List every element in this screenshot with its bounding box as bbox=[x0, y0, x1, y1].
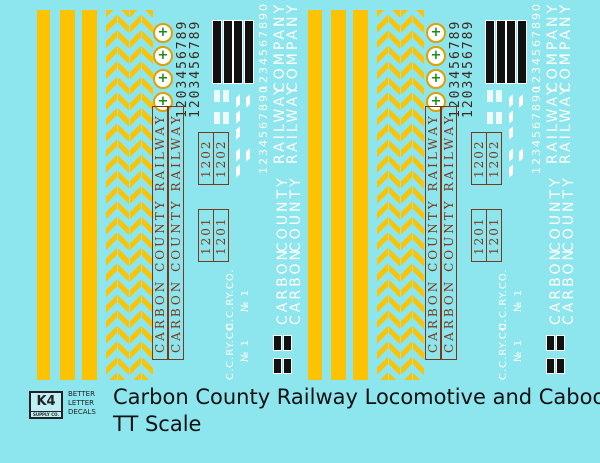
black-box-decal bbox=[546, 358, 555, 374]
chevron-stripe bbox=[130, 10, 141, 380]
number-strip: 1203456789 bbox=[188, 19, 203, 118]
k4-logo: K4 SUPPLY CO. bbox=[29, 391, 63, 419]
herald-icon: + bbox=[426, 69, 446, 89]
product-scale: TT Scale bbox=[113, 412, 202, 436]
yellow-stripe bbox=[37, 10, 50, 380]
small-decal bbox=[223, 90, 229, 102]
white-dash bbox=[236, 126, 240, 140]
unit-number-decal: 1201 bbox=[213, 209, 229, 262]
herald-icon: + bbox=[426, 46, 446, 66]
ornate-name-decal: CARBON COUNTY RAILWAY bbox=[168, 106, 184, 360]
small-decal bbox=[487, 112, 493, 124]
white-dash bbox=[509, 164, 513, 178]
herald-icon: + bbox=[153, 23, 173, 43]
chevron-stripe bbox=[413, 10, 424, 380]
herald-icon: + bbox=[153, 69, 173, 89]
white-number-strip: 1234567890 bbox=[530, 2, 543, 92]
white-dash bbox=[236, 148, 240, 162]
black-box-decal bbox=[273, 335, 282, 351]
chevron-stripe bbox=[377, 10, 388, 380]
product-title: Carbon County Railway Locomotive and Cab… bbox=[113, 385, 600, 409]
chevron-stripe bbox=[142, 10, 153, 380]
decal-set-right: + + + + 1203456789 1203456789 1234567890… bbox=[271, 0, 577, 380]
company-decal: COMPANY bbox=[558, 1, 574, 92]
white-dash bbox=[246, 148, 250, 162]
herald-icon: + bbox=[426, 23, 446, 43]
chevron-stripe bbox=[401, 10, 412, 380]
tagline-line: DECALS bbox=[68, 408, 96, 416]
chevron-stripe bbox=[389, 10, 400, 380]
black-box-decal bbox=[546, 335, 555, 351]
unit-number-decal: 1202 bbox=[471, 132, 487, 185]
number-one-decal: № 1 bbox=[513, 339, 524, 362]
unit-number-decal: 1202 bbox=[486, 132, 502, 185]
white-dash bbox=[509, 94, 513, 108]
black-box-decal bbox=[273, 358, 282, 374]
ornate-name-decal: CARBON COUNTY RAILWAY bbox=[152, 106, 168, 360]
number-one-decal: № 1 bbox=[240, 339, 251, 362]
number-one-decal: № 1 bbox=[513, 289, 524, 312]
unit-number-decal: 1201 bbox=[198, 209, 214, 262]
barcode-decal bbox=[517, 20, 527, 84]
barcode-decal bbox=[244, 20, 254, 84]
unit-number-decal: 1201 bbox=[471, 209, 487, 262]
tagline-line: BETTER bbox=[68, 390, 95, 398]
white-dash bbox=[519, 148, 523, 162]
black-box-decal bbox=[283, 335, 292, 351]
yellow-stripe bbox=[331, 10, 346, 380]
small-decal bbox=[223, 112, 229, 124]
yellow-stripe bbox=[60, 10, 75, 380]
white-dash bbox=[236, 110, 240, 124]
white-number-strip: 1234567890 bbox=[257, 84, 270, 174]
herald-icon: + bbox=[153, 92, 173, 112]
small-decal bbox=[214, 112, 220, 124]
unit-number-decal: 1202 bbox=[198, 132, 214, 185]
county-decal: COUNTY bbox=[561, 175, 577, 252]
white-dash bbox=[236, 164, 240, 178]
unit-number-decal: 1202 bbox=[213, 132, 229, 185]
railway-decal: RAILWAY bbox=[558, 83, 574, 165]
reporting-mark-decal: C.C.RY.CO. bbox=[225, 318, 236, 380]
white-dash bbox=[509, 148, 513, 162]
chevron-stripe bbox=[106, 10, 117, 380]
chevron-stripe bbox=[118, 10, 129, 380]
small-decal bbox=[496, 90, 502, 102]
yellow-stripe bbox=[82, 10, 97, 380]
white-number-strip: 1234567890 bbox=[257, 2, 270, 92]
barcode-decal bbox=[223, 20, 233, 84]
white-dash bbox=[246, 94, 250, 108]
barcode-decal bbox=[496, 20, 506, 84]
barcode-decal bbox=[212, 20, 222, 84]
barcode-decal bbox=[506, 20, 516, 84]
white-number-strip: 1234567890 bbox=[530, 84, 543, 174]
ornate-name-decal: CARBON COUNTY RAILWAY bbox=[441, 106, 457, 360]
white-dash bbox=[509, 110, 513, 124]
white-dash bbox=[236, 94, 240, 108]
small-decal bbox=[214, 90, 220, 102]
reporting-mark-decal: C.C.RY.CO. bbox=[498, 318, 509, 380]
tagline: BETTER LETTER DECALS bbox=[68, 390, 96, 417]
yellow-stripe bbox=[353, 10, 368, 380]
number-one-decal: № 1 bbox=[240, 289, 251, 312]
carbon-decal: CARBON bbox=[561, 247, 577, 325]
unit-number-decal: 1201 bbox=[486, 209, 502, 262]
decal-set-left: + + + + 1203456789 1203456789 1234567890… bbox=[0, 0, 304, 380]
logo-subtext: SUPPLY CO. bbox=[31, 411, 61, 417]
yellow-stripe bbox=[308, 10, 322, 380]
white-dash bbox=[509, 126, 513, 140]
barcode-decal bbox=[233, 20, 243, 84]
white-dash bbox=[519, 94, 523, 108]
ornate-name-decal: CARBON COUNTY RAILWAY bbox=[425, 106, 441, 360]
logo-mark: K4 bbox=[36, 394, 56, 409]
tagline-line: LETTER bbox=[68, 399, 95, 407]
small-decal bbox=[496, 112, 502, 124]
black-box-decal bbox=[556, 358, 565, 374]
small-decal bbox=[487, 90, 493, 102]
black-box-decal bbox=[283, 358, 292, 374]
black-box-decal bbox=[556, 335, 565, 351]
herald-icon: + bbox=[153, 46, 173, 66]
number-strip: 1203456789 bbox=[461, 19, 476, 118]
herald-icon: + bbox=[426, 92, 446, 112]
barcode-decal bbox=[485, 20, 495, 84]
